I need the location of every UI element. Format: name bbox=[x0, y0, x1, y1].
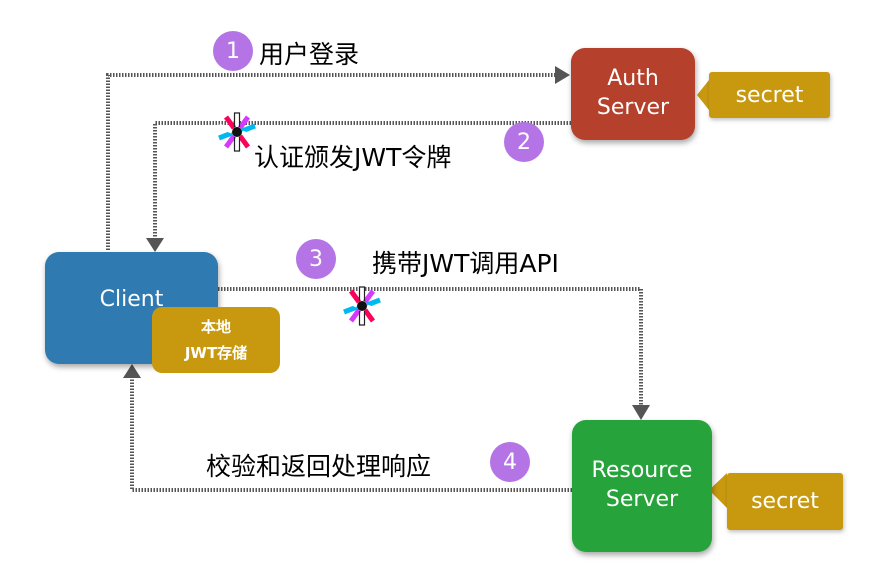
storage-label-line2: JWT存储 bbox=[184, 344, 248, 362]
step-2-label: 认证颁发JWT令牌 bbox=[254, 143, 452, 172]
step-3-badge: 3 bbox=[296, 239, 336, 279]
auth-server-node: Auth Server bbox=[571, 48, 695, 140]
arrowhead-call-api bbox=[632, 405, 650, 420]
arrow-call-api bbox=[218, 287, 643, 405]
auth-secret-tag: secret bbox=[709, 72, 830, 118]
jwt-logo-icon bbox=[344, 287, 380, 325]
step-4-badge: 4 bbox=[490, 442, 530, 482]
secret-resource-pointer bbox=[709, 473, 727, 508]
step-3-label: 携带JWT调用API bbox=[372, 249, 559, 278]
step-4-label: 校验和返回处理响应 bbox=[206, 452, 432, 481]
secret-auth-pointer bbox=[697, 80, 709, 110]
arrowhead-issue-jwt bbox=[146, 238, 164, 252]
client-jwt-storage: 本地 JWT存储 bbox=[152, 307, 280, 373]
step-2-badge: 2 bbox=[504, 122, 544, 162]
resource-server-label-line2: Server bbox=[605, 487, 679, 512]
resource-server-label-line1: Resource bbox=[591, 458, 693, 484]
client-label: Client bbox=[99, 287, 164, 312]
resource-secret-tag: secret bbox=[727, 473, 843, 530]
auth-server-label-line1: Auth bbox=[607, 66, 659, 92]
arrow-issue-jwt bbox=[153, 121, 571, 238]
resource-server-node: Resource Server bbox=[572, 420, 712, 552]
arrowhead-login bbox=[555, 66, 570, 84]
auth-server-label-line2: Server bbox=[596, 95, 670, 120]
storage-label-line1: 本地 bbox=[200, 317, 231, 336]
step-1-label: 用户登录 bbox=[259, 40, 360, 69]
client-node: Client bbox=[45, 252, 218, 364]
arrow-login bbox=[106, 73, 555, 250]
jwt-logo-icon bbox=[219, 113, 255, 151]
step-1-badge: 1 bbox=[213, 31, 253, 71]
arrowhead-response bbox=[123, 364, 141, 378]
